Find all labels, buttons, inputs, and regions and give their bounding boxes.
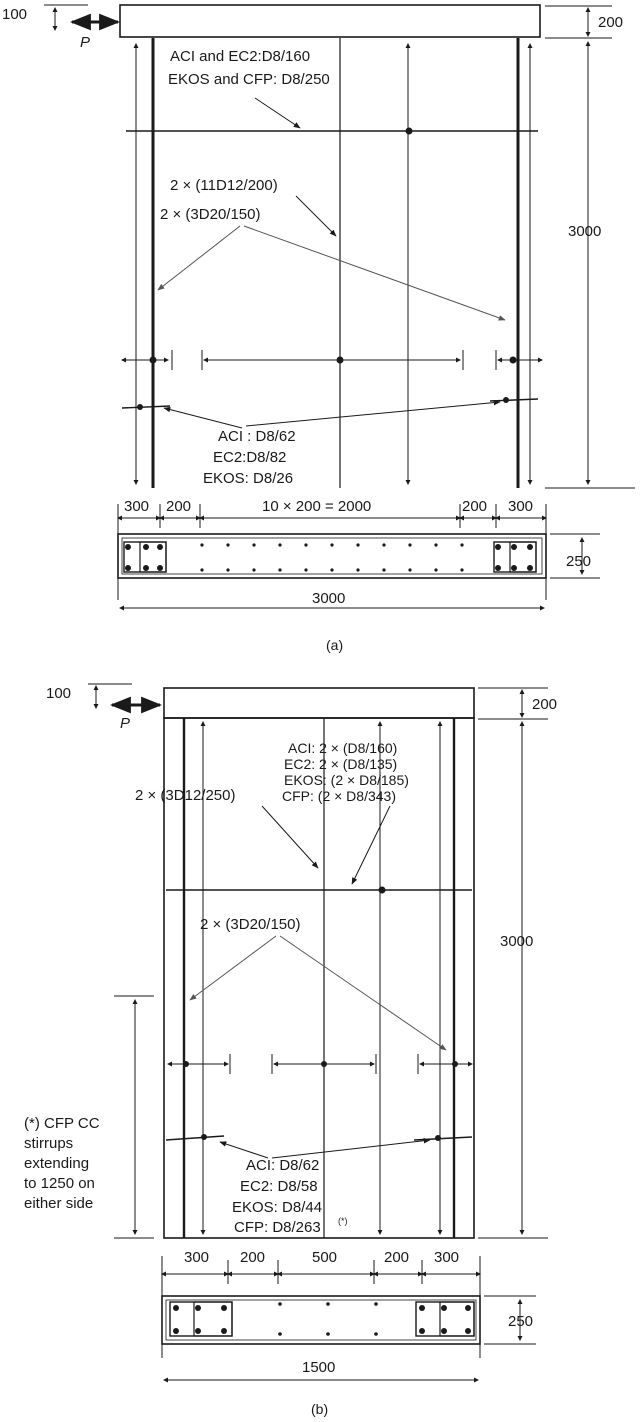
cfp-note-line2: stirrups [24,1135,73,1152]
cfp-note-line3: extending [24,1155,89,1172]
wall-outline-b [163,717,475,1239]
hoops-cfp-b: CFP: D8/263 [234,1219,321,1236]
section-dim-3-a: 10 × 200 = 2000 [262,498,371,515]
hoop-leader-left-a [163,406,243,429]
hoop-left-a [121,405,171,409]
section-dim-2-b: 200 [240,1249,265,1266]
web-vertical-bars-leader-a [295,195,337,237]
web-vertical-bars-label-b: 2 × (3D12/250) [135,787,235,804]
cap-height-label-b: 200 [532,696,557,713]
horizontal-bar-dot-a [405,127,413,135]
hoops-cfp-superscript-b: (*) [338,1216,348,1226]
section-outline-b [161,1295,481,1345]
horizontal-bars-leader-a [254,97,301,129]
section-thickness-b: 250 [508,1313,533,1330]
caption-b: (b) [311,1401,328,1417]
horizontal-bars-line1-a: ACI and EC2:D8/160 [170,48,310,65]
section-outline-a [117,533,547,579]
boundary-bars-leader-left-a [157,225,241,291]
wall-height-label-a: 3000 [568,223,601,240]
boundary-bars-leader-right-a [243,225,506,321]
hoops-ekos-a: EKOS: D8/26 [203,470,293,487]
hoops-ekos-b: EKOS: D8/44 [232,1199,322,1216]
boundary-bars-label-a: 2 × (3D20/150) [160,206,260,223]
section-length-b: 1500 [302,1359,335,1376]
load-p-label-b: P [120,715,130,732]
hoop-leader-right-a [245,399,501,427]
horizontal-bars-aci-b: ACI: 2 × (D8/160) [288,740,397,756]
horizontal-bars-ec2-b: EC2: 2 × (D8/135) [284,756,397,772]
cap-beam-b [163,687,475,719]
wall-height-label-b: 3000 [500,933,533,950]
section-thickness-a: 250 [566,553,591,570]
section-dim-2-a: 200 [166,498,191,515]
cfp-note-line5: either side [24,1195,93,1212]
web-vertical-bars-label-a: 2 × (11D12/200) [170,177,278,194]
load-p-label-a: P [80,34,90,51]
section-dim-1-b: 300 [184,1249,209,1266]
section-dim-5-a: 300 [508,498,533,515]
load-offset-label-b: 100 [46,685,71,702]
cap-height-label-a: 200 [598,14,623,31]
cfp-note-line1: (*) CFP CC [24,1115,100,1132]
horizontal-bars-line2-a: EKOS and CFP: D8/250 [168,71,330,88]
hoops-aci-b: ACI: D8/62 [246,1157,319,1174]
panel-b: 100 P 200 3000 ACI: 2 × (D8/160) EC2: 2 … [24,683,557,1417]
panel-a: 100 P 200 3000 ACI and EC2:D8/160 EKOS a… [2,4,635,653]
horizontal-bars-cfp-b: CFP: (2 × D8/343) [282,788,396,804]
horizontal-bars-ekos-b: EKOS: (2 × D8/185) [284,772,409,788]
boundary-bars-label-b: 2 × (3D20/150) [200,916,300,933]
hoop-right-a [489,398,539,402]
section-dim-1-a: 300 [124,498,149,515]
cap-beam-a [119,4,541,38]
caption-a: (a) [326,637,343,653]
load-offset-label-a: 100 [2,6,27,23]
hoops-ec2-b: EC2: D8/58 [240,1178,318,1195]
cfp-note-line4: to 1250 on [24,1175,95,1192]
section-dim-4-a: 200 [462,498,487,515]
section-dim-5-b: 300 [434,1249,459,1266]
section-length-a: 3000 [312,590,345,607]
section-dim-3-b: 500 [312,1249,337,1266]
hoops-ec2-a: EC2:D8/82 [213,449,286,466]
hoops-aci-a: ACI : D8/62 [218,428,296,445]
section-dim-4-b: 200 [384,1249,409,1266]
